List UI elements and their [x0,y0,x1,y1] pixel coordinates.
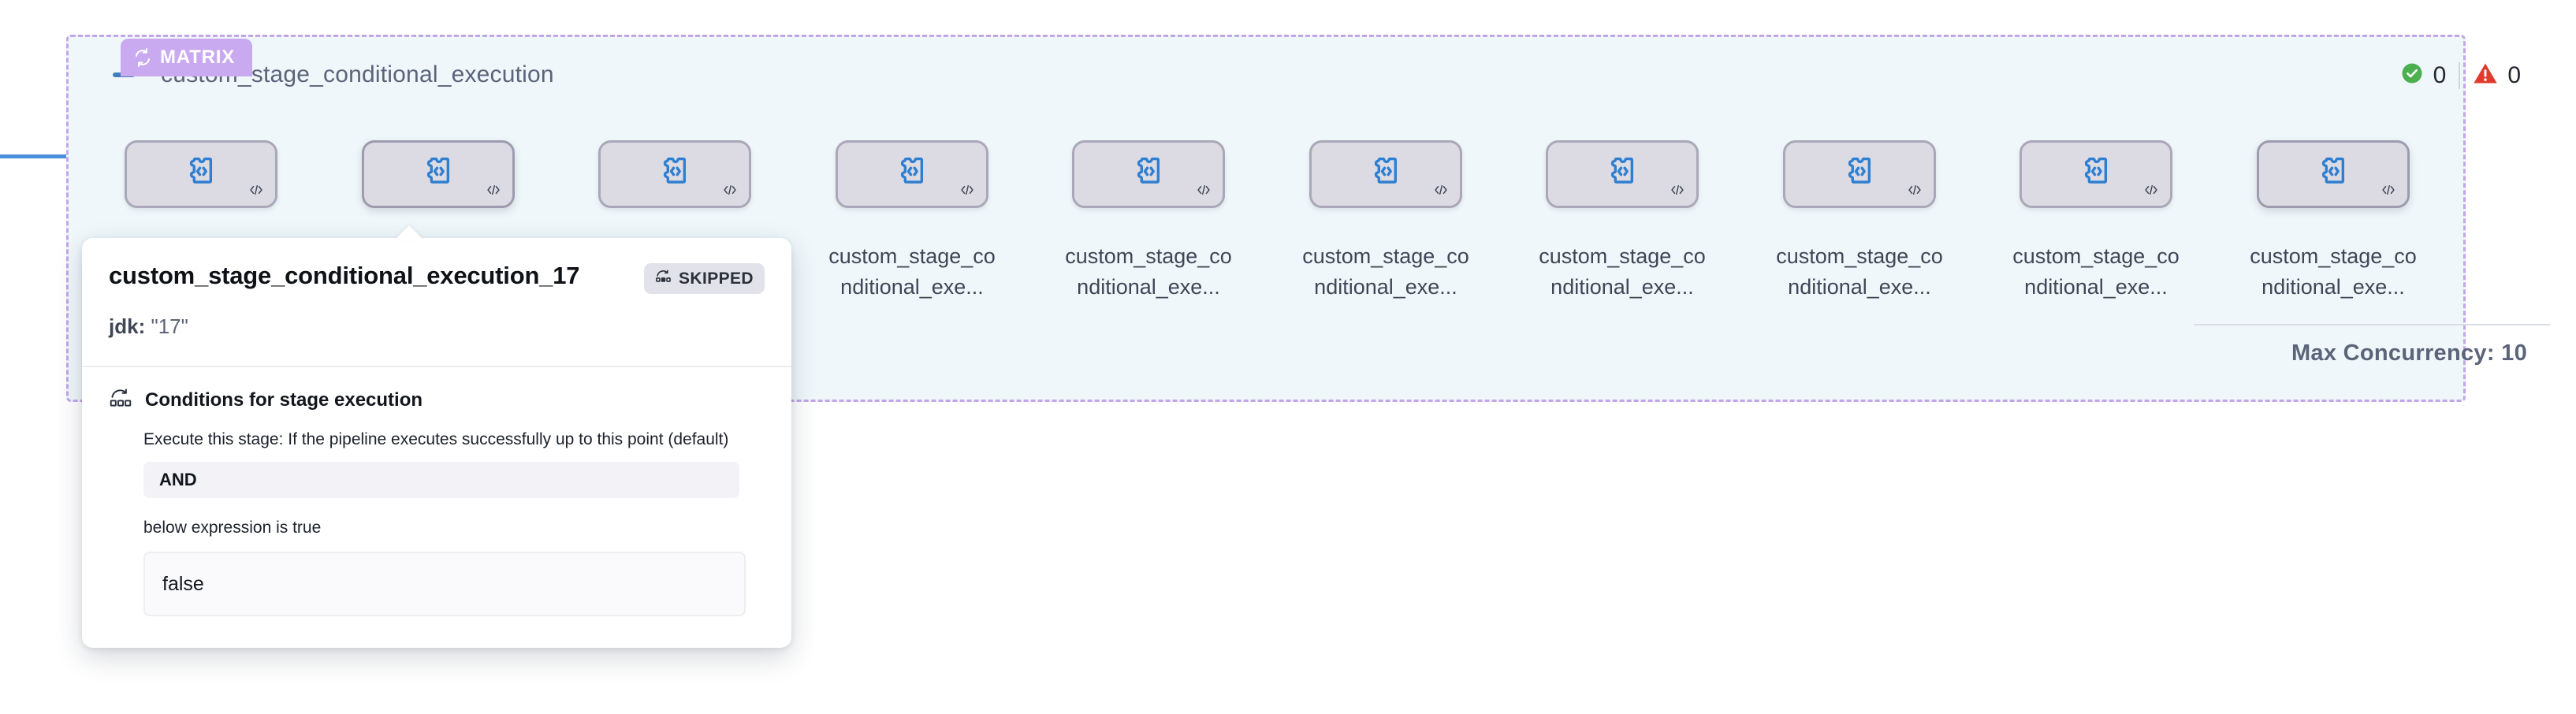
matrix-node[interactable]: custom_stage_conditional_exe... [1776,140,1943,303]
popover-title: custom_stage_conditional_execution_17 [109,262,580,289]
matrix-node[interactable]: custom_stage_conditional_exe... [362,140,515,303]
counter-divider [2459,61,2461,89]
warning-counter: 0 [2473,61,2521,89]
warning-count: 0 [2507,61,2521,88]
conditions-expression: false [143,552,746,616]
status-badge-label: SKIPPED [679,269,754,288]
matrix-node-card[interactable] [1783,140,1936,208]
matrix-node-card[interactable] [125,140,277,208]
matrix-node[interactable]: custom_stage_conditional_exe... [2250,140,2417,303]
custom-stage-code-icon [1603,152,1641,194]
matrix-node[interactable]: custom_stage_conditional_exe... [1065,140,1232,303]
matrix-node-card[interactable] [2019,140,2172,208]
conditions-description: Execute this stage: If the pipeline exec… [143,430,729,448]
matrix-node-label: custom_stage_conditional_exe... [828,244,996,299]
code-tag-icon [722,184,738,199]
matrix-badge[interactable]: MATRIX [121,39,253,76]
max-concurrency-label: Max Concurrency: 10 [2291,340,2527,366]
loop-icon [133,48,152,67]
code-tag-icon [1433,184,1449,199]
status-badge: SKIPPED [644,263,765,294]
matrix-node-card[interactable] [1072,140,1225,208]
custom-stage-code-icon [1841,152,1878,194]
custom-stage-code-icon [2314,152,2352,194]
code-tag-icon [1196,184,1212,199]
success-count: 0 [2433,61,2447,88]
popover-parameter-key: jdk: [109,314,146,338]
matrix-node[interactable]: custom_stage_conditional_exe... [1302,140,1469,303]
popover-conditions-section: Conditions for stage execution Execute t… [82,367,791,648]
popover-header: custom_stage_conditional_execution_17 SK… [82,238,791,366]
code-tag-icon [2143,184,2159,199]
check-circle-icon [2400,61,2424,89]
matrix-node[interactable]: custom_stage_conditional_exe... [598,140,751,303]
popover-parameter: jdk: "17" [109,314,765,339]
matrix-node-card[interactable] [362,140,515,208]
custom-stage-code-icon [182,152,220,194]
code-tag-icon [248,184,264,199]
conditions-operator: AND [143,462,739,498]
custom-stage-code-icon [893,152,931,194]
conditions-heading: Conditions for stage execution [145,389,423,411]
matrix-node-label: custom_stage_conditional_exe... [2250,244,2417,299]
matrix-badge-label: MATRIX [160,46,236,68]
conditions-note: below expression is true [143,519,322,537]
incoming-edge-connector [0,154,71,158]
custom-stage-code-icon [656,152,694,194]
matrix-node-label: custom_stage_conditional_exe... [2012,244,2180,299]
matrix-node-label: custom_stage_conditional_exe... [1065,244,1232,299]
matrix-node[interactable]: custom_stage_conditional_exe... [2012,140,2180,303]
conditional-execution-icon [109,388,132,413]
matrix-node-card[interactable] [836,140,988,208]
status-counters: 0 0 [2400,61,2521,89]
matrix-node-card[interactable] [598,140,751,208]
skip-stage-icon [655,269,672,288]
matrix-node-label: custom_stage_conditional_exe... [1302,244,1469,299]
matrix-node-label: custom_stage_conditional_exe... [1776,244,1943,299]
code-tag-icon [1670,184,1685,199]
code-tag-icon [486,184,501,199]
matrix-node-card[interactable] [1546,140,1699,208]
code-tag-icon [1907,184,1923,199]
matrix-node[interactable]: custom_stage_conditional_exe... [1539,140,1706,303]
popover-divider [82,366,791,367]
code-tag-icon [2381,184,2396,199]
matrix-footer-divider [2194,324,2550,325]
matrix-node-label: custom_stage_conditional_exe... [1539,244,1706,299]
custom-stage-code-icon [1130,152,1167,194]
custom-stage-code-icon [419,152,457,194]
popover-parameter-value: "17" [151,314,188,338]
stage-details-popover: custom_stage_conditional_execution_17 SK… [82,238,791,648]
code-tag-icon [959,184,975,199]
success-counter: 0 [2400,61,2447,89]
warning-triangle-icon [2473,61,2498,89]
matrix-node[interactable]: custom_stage_conditional_exe... [828,140,996,303]
matrix-node[interactable]: custom_stage_conditional_exe... [125,140,277,303]
matrix-node-card[interactable] [2257,140,2410,208]
popover-arrow [394,225,424,240]
matrix-node-card[interactable] [1309,140,1462,208]
custom-stage-code-icon [2077,152,2115,194]
custom-stage-code-icon [1367,152,1405,194]
